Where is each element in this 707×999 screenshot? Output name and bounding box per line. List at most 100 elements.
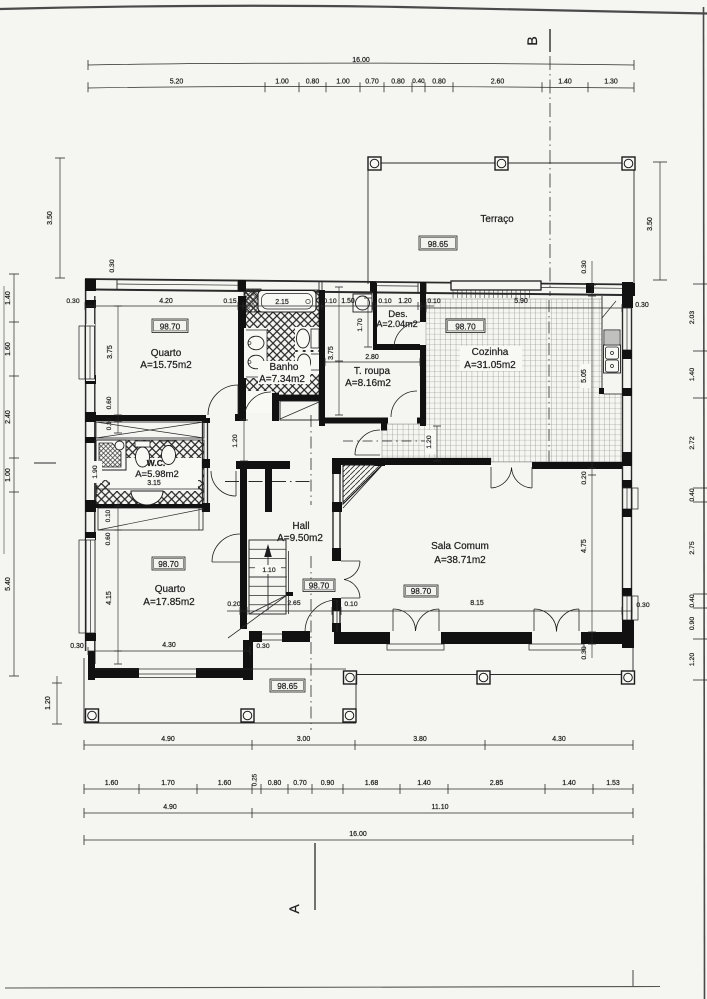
svg-text:1.20: 1.20 (689, 653, 696, 666)
svg-text:2.65: 2.65 (287, 600, 300, 607)
svg-text:0.90: 0.90 (689, 617, 696, 630)
svg-text:4.30: 4.30 (162, 642, 176, 649)
svg-text:1.40: 1.40 (558, 79, 572, 86)
svg-text:1.20: 1.20 (398, 298, 412, 305)
svg-text:2.40: 2.40 (5, 410, 12, 424)
svg-text:3.00: 3.00 (297, 736, 311, 743)
svg-text:0.80: 0.80 (268, 780, 282, 787)
svg-text:0.30: 0.30 (66, 298, 79, 305)
svg-text:0.70: 0.70 (365, 79, 379, 86)
svg-text:W.C.: W.C. (147, 458, 165, 468)
svg-text:5.90: 5.90 (514, 298, 528, 305)
svg-text:Terraço: Terraço (480, 214, 514, 225)
svg-text:0.30: 0.30 (109, 259, 116, 272)
svg-text:0.15: 0.15 (223, 298, 236, 305)
svg-text:Quarto: Quarto (155, 584, 186, 595)
svg-text:0.60: 0.60 (106, 396, 113, 409)
svg-text:1.30: 1.30 (604, 79, 618, 86)
svg-text:1.40: 1.40 (562, 780, 576, 787)
svg-text:5.05: 5.05 (581, 369, 588, 383)
svg-text:0.80: 0.80 (432, 79, 446, 86)
svg-text:98.70: 98.70 (160, 322, 181, 331)
svg-text:2.75: 2.75 (689, 541, 696, 554)
svg-text:Banho: Banho (270, 362, 299, 373)
svg-text:1.40: 1.40 (417, 780, 431, 787)
svg-text:0.70: 0.70 (293, 780, 307, 787)
svg-text:2.85: 2.85 (490, 780, 504, 787)
svg-text:3.75: 3.75 (107, 345, 114, 359)
svg-text:3.50: 3.50 (47, 211, 54, 225)
svg-text:4.90: 4.90 (163, 804, 177, 811)
svg-text:0.30: 0.30 (256, 643, 269, 650)
svg-text:Quarto: Quarto (151, 348, 182, 359)
svg-text:4.75: 4.75 (581, 539, 588, 553)
svg-text:1.10: 1.10 (262, 567, 275, 574)
svg-text:0.10: 0.10 (427, 298, 440, 305)
svg-text:3.15: 3.15 (147, 480, 161, 487)
svg-text:0.20: 0.20 (227, 601, 240, 608)
svg-text:0.80: 0.80 (306, 79, 320, 86)
svg-text:0.30: 0.30 (636, 602, 649, 609)
svg-text:16.00: 16.00 (349, 831, 367, 838)
svg-text:2.15: 2.15 (275, 299, 289, 306)
svg-text:0.10: 0.10 (323, 298, 336, 305)
svg-text:2.03: 2.03 (689, 311, 696, 324)
svg-text:5.20: 5.20 (170, 79, 184, 86)
svg-text:98.70: 98.70 (158, 560, 179, 569)
svg-text:4.90: 4.90 (161, 736, 175, 743)
svg-text:2.80: 2.80 (365, 354, 379, 361)
svg-text:1.00: 1.00 (5, 468, 12, 482)
svg-text:0.30: 0.30 (581, 260, 588, 273)
svg-text:98.70: 98.70 (411, 587, 432, 596)
svg-text:Sala Comum: Sala Comum (431, 541, 489, 552)
svg-text:0.40: 0.40 (689, 488, 696, 501)
svg-text:0.40: 0.40 (412, 78, 425, 85)
svg-text:1.40: 1.40 (5, 291, 12, 305)
svg-text:4.15: 4.15 (106, 591, 113, 605)
svg-text:0.90: 0.90 (321, 780, 335, 787)
svg-text:0.20: 0.20 (581, 471, 588, 484)
svg-text:0.10: 0.10 (105, 509, 112, 522)
svg-text:0.60: 0.60 (105, 532, 112, 545)
svg-text:1.70: 1.70 (161, 780, 175, 787)
svg-text:1.40: 1.40 (689, 368, 696, 381)
svg-text:3.75: 3.75 (328, 346, 335, 360)
svg-text:1.60: 1.60 (5, 342, 12, 356)
svg-text:1.20: 1.20 (426, 435, 433, 448)
svg-text:1.20: 1.20 (232, 434, 239, 447)
svg-text:0.10: 0.10 (344, 601, 357, 608)
svg-text:4.30: 4.30 (552, 736, 566, 743)
svg-text:5.40: 5.40 (5, 577, 12, 591)
svg-text:0.10: 0.10 (106, 417, 113, 430)
svg-text:98.70: 98.70 (455, 322, 476, 331)
svg-text:A=17.85m2: A=17.85m2 (143, 597, 195, 608)
svg-text:1.60: 1.60 (105, 780, 119, 787)
svg-text:B: B (524, 36, 540, 45)
svg-text:2.72: 2.72 (689, 436, 696, 449)
svg-text:Des.: Des. (388, 309, 408, 320)
svg-text:A=7.34m2: A=7.34m2 (259, 374, 305, 385)
svg-text:1.00: 1.00 (336, 79, 350, 86)
svg-text:1.60: 1.60 (218, 780, 232, 787)
svg-text:Cozinha: Cozinha (472, 347, 509, 358)
svg-text:1.53: 1.53 (606, 780, 620, 787)
svg-text:3.80: 3.80 (413, 736, 427, 743)
svg-text:0.40: 0.40 (689, 594, 696, 607)
svg-text:11.10: 11.10 (432, 804, 449, 811)
svg-text:A=38.71m2: A=38.71m2 (434, 555, 486, 566)
svg-text:A=15.75m2: A=15.75m2 (140, 360, 192, 371)
svg-text:1.90: 1.90 (92, 465, 99, 478)
svg-text:A=5.98m2: A=5.98m2 (135, 469, 179, 480)
svg-text:0.30: 0.30 (70, 643, 84, 650)
svg-text:0.30: 0.30 (581, 646, 588, 659)
svg-text:A=8.16m2: A=8.16m2 (345, 378, 391, 389)
svg-text:98.65: 98.65 (277, 682, 298, 691)
svg-text:1.20: 1.20 (45, 696, 52, 710)
svg-text:2.60: 2.60 (491, 79, 505, 86)
svg-text:A: A (286, 904, 302, 914)
svg-text:1.68: 1.68 (365, 780, 379, 787)
svg-text:A=31.05m2: A=31.05m2 (464, 360, 516, 371)
svg-text:4.20: 4.20 (159, 298, 173, 305)
svg-text:0.80: 0.80 (391, 79, 405, 86)
svg-text:0.30: 0.30 (635, 302, 649, 309)
